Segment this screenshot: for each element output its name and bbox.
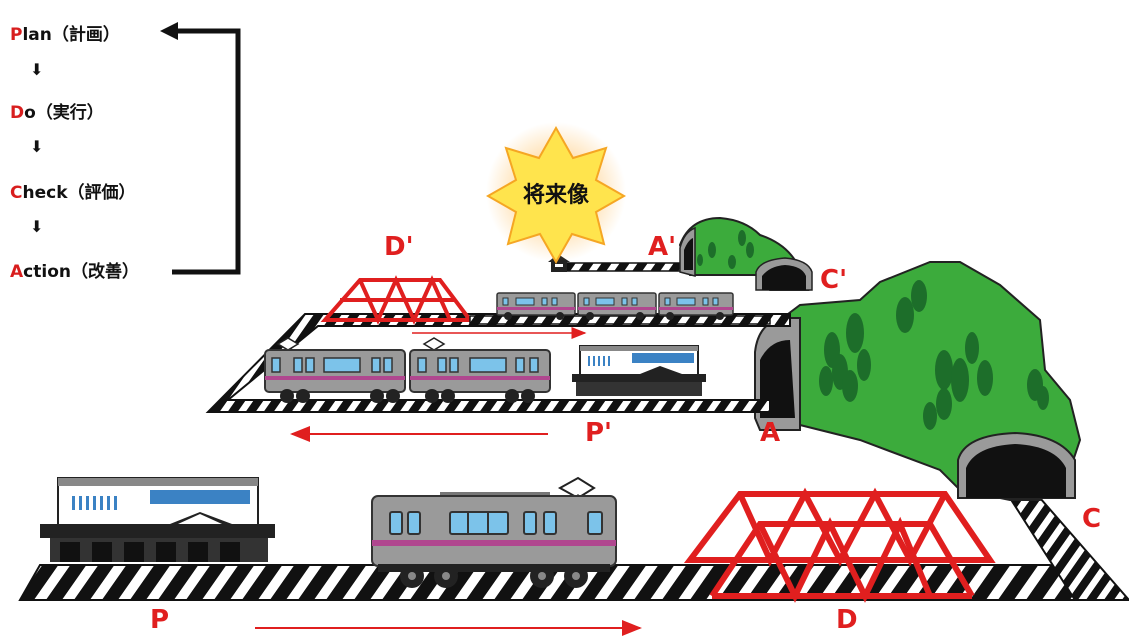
upper-track-lower [469,315,771,325]
label-P: P [150,605,170,635]
do-initial: D [10,103,25,123]
pdca-action: Action（改善） [10,257,139,282]
down-arrow-icon: ⬇ [30,217,44,236]
middle-train [264,337,551,403]
label-A: A [760,418,781,448]
future-vision-label: 将来像 [523,182,590,208]
bottom-train-car [371,476,617,588]
label-C: C [1082,504,1102,534]
check-initial: C [10,183,23,203]
label-A-prime: A' [648,232,677,262]
check-rest: heck（評価） [22,183,136,203]
upper-train [496,292,734,320]
upper-track [559,262,681,272]
bottom-station [40,477,275,562]
do-rest: o（実行） [24,103,104,123]
pdca-do: Do（実行） [10,98,104,123]
bottom-bridge [683,487,996,603]
label-D: D [836,605,858,635]
action-rest: ction（改善） [23,262,139,282]
feedback-bracket [172,28,241,275]
label-D-prime: D' [384,232,414,262]
label-C-prime: C' [820,265,848,295]
plan-rest: lan（計画） [22,25,120,45]
pdca-plan: Plan（計画） [10,20,120,45]
small-hill [678,216,813,291]
pdca-check: Check（評価） [10,178,136,203]
future-vision-star [485,122,627,265]
middle-bridge [320,275,474,325]
feedback-arrowhead-icon [160,22,178,40]
down-arrow-icon: ⬇ [30,60,44,79]
action-initial: A [10,262,24,282]
down-arrow-icon: ⬇ [30,137,44,156]
big-hill [754,261,1082,501]
label-P-prime: P' [585,418,613,448]
plan-initial: P [10,25,23,45]
middle-station [572,345,706,396]
